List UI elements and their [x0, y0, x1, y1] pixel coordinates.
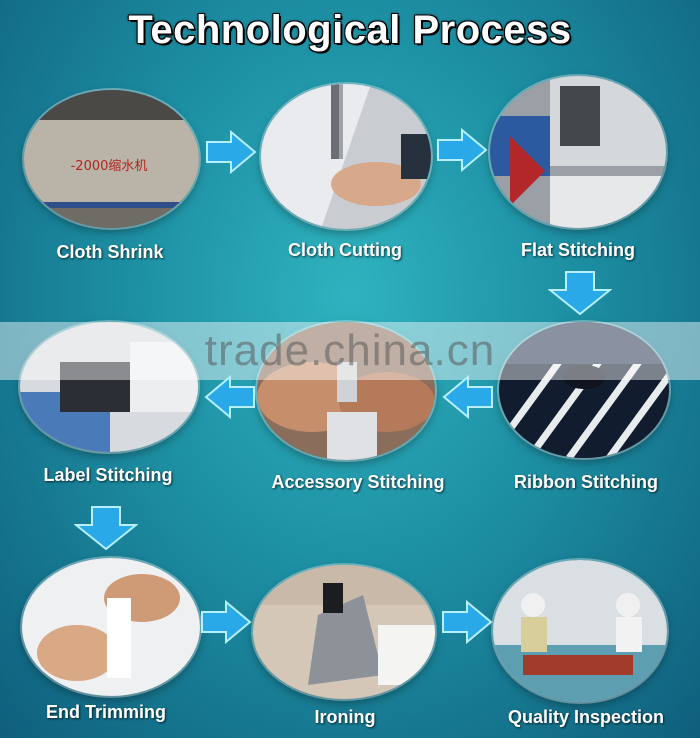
photo-end-trimming [22, 558, 200, 696]
step-label-quality-inspection: Quality Inspection [507, 707, 665, 727]
watermark-band [0, 322, 700, 380]
step-label-ribbon-stitching: Ribbon Stitching [514, 472, 658, 492]
arrow-right-4 [442, 600, 493, 644]
step-label-flat-stitching: Flat Stitching [521, 240, 635, 260]
photo-flat-stitching [490, 76, 666, 228]
photo-accessory-stitching [257, 322, 435, 460]
watermark-text: trade.china.cn [204, 326, 496, 375]
photo-label-stitching [20, 322, 198, 452]
photo-cloth-shrink: -2000缩水机 [24, 90, 199, 228]
machine-label: -2000缩水机 [71, 158, 148, 174]
page-title: Technological Process [128, 8, 572, 52]
step-label-end-trimming: End Trimming [45, 702, 167, 722]
arrow-down-2 [74, 506, 138, 551]
step-label-label-stitching: Label Stitching [43, 465, 173, 485]
step-label-cloth-cutting: Cloth Cutting [288, 240, 402, 260]
step-label-cloth-shrink: Cloth Shrink [56, 242, 164, 262]
photo-quality-inspection [493, 560, 667, 702]
step-label-ironing: Ironing [314, 707, 376, 727]
photo-cloth-cutting [261, 84, 431, 229]
arrow-left-1 [442, 375, 493, 419]
step-label-accessory-stitching: Accessory Stitching [271, 472, 445, 492]
arrow-right-2 [437, 128, 488, 172]
arrow-right-1 [206, 130, 257, 174]
arrow-right-3 [201, 600, 252, 644]
photo-ironing [253, 565, 435, 699]
arrow-left-2 [204, 375, 255, 419]
arrow-down-1 [548, 271, 612, 316]
